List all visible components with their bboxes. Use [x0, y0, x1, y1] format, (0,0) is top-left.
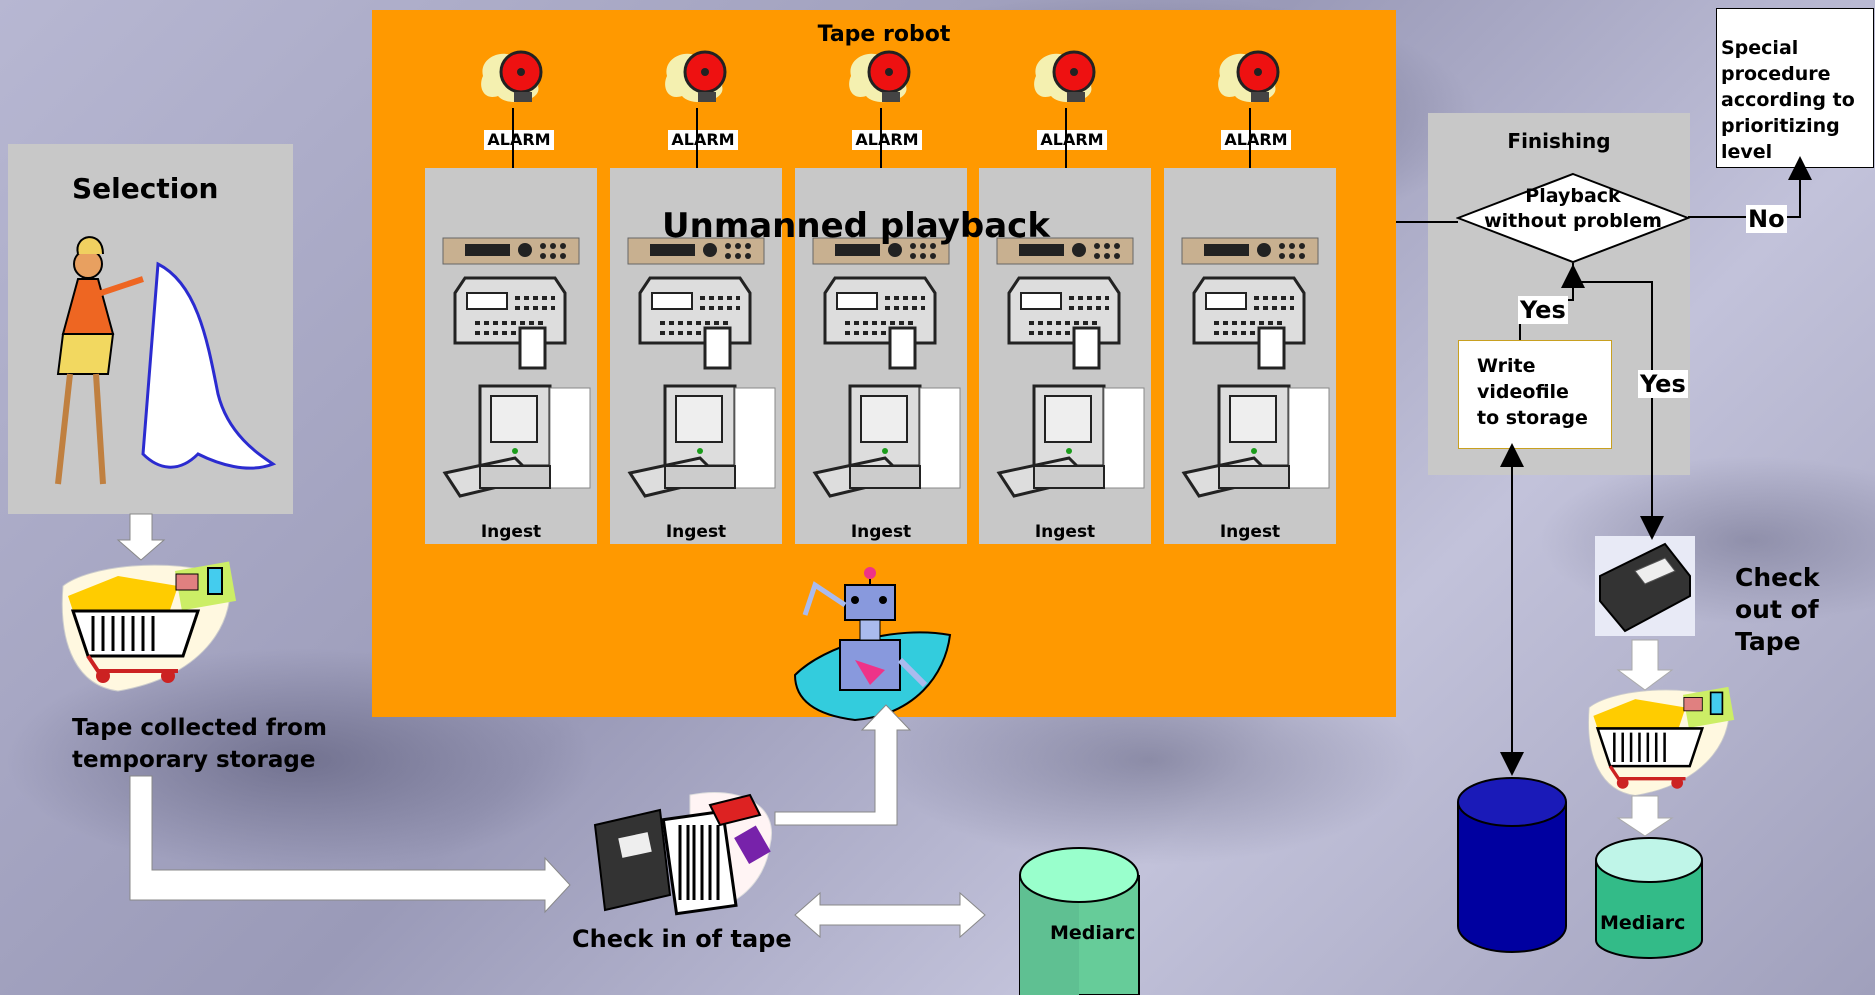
ingest-label: Ingest [1034, 522, 1096, 542]
special-line3: according to [1721, 89, 1855, 111]
selection-title: Selection [72, 172, 219, 205]
check-in-label: Check in of tape [572, 925, 792, 953]
alarm-label: ALARM [1037, 130, 1107, 150]
mediarc-right-database-icon [1595, 837, 1703, 959]
decision-diamond [1456, 172, 1690, 264]
ingest-label: Ingest [1219, 522, 1281, 542]
special-line4: prioritizing [1721, 115, 1840, 137]
mediarc-left-database-icon [1019, 847, 1140, 995]
alarm-bell-icon [1218, 50, 1280, 103]
storage-database-icon [1457, 777, 1567, 953]
checkout-line3: Tape [1735, 627, 1801, 656]
tape-collected-line2: temporary storage [72, 747, 316, 773]
alarm-bell-icon [481, 50, 543, 103]
special-line1: Special [1721, 37, 1799, 59]
checkout-line1: Check [1735, 563, 1820, 592]
ingest-label: Ingest [850, 522, 912, 542]
checkout-line2: out of [1735, 595, 1819, 624]
decision-line1: Playback [1525, 185, 1621, 207]
alarm-label: ALARM [484, 130, 554, 150]
robot-icon [793, 567, 952, 722]
yes-label-left: Yes [1518, 296, 1568, 324]
special-text: Special procedure according to prioritiz… [1721, 35, 1855, 165]
alarm-bell-icon [665, 50, 727, 103]
write-videofile-box: Write videofile to storage [1458, 340, 1612, 449]
tape-collected-line1: Tape collected from [72, 715, 327, 741]
alarm-bell-icon [849, 50, 911, 103]
checkout-label: Check out of Tape [1735, 562, 1820, 658]
tape-cassette-icon [1595, 536, 1695, 636]
tape-robot-title: Tape robot [817, 22, 951, 47]
write-line3: to storage [1477, 407, 1588, 429]
alarm-label: ALARM [668, 130, 738, 150]
alarm-label: ALARM [852, 130, 922, 150]
ingest-label: Ingest [480, 522, 542, 542]
alarm-label: ALARM [1221, 130, 1291, 150]
write-line1: Write [1477, 355, 1536, 377]
tape-collected-label: Tape collected from temporary storage [72, 712, 327, 776]
shopping-cart-icon [61, 561, 237, 692]
write-text: Write videofile to storage [1477, 353, 1588, 431]
person-reading-icon [55, 236, 277, 485]
mediarc-left-label: Mediarc [1050, 922, 1136, 944]
decision-text: Playback without problem [1470, 184, 1676, 234]
no-label: No [1746, 205, 1787, 233]
decision-line2: without problem [1484, 210, 1662, 232]
finishing-title: Finishing [1507, 129, 1611, 153]
special-procedure-box: Special procedure according to prioritiz… [1716, 8, 1874, 168]
mediarc-right-label: Mediarc [1600, 912, 1686, 934]
yes-label-right: Yes [1638, 370, 1688, 398]
tape-barcode-scanner-icon [593, 791, 772, 916]
write-line2: videofile [1477, 381, 1569, 403]
shopping-cart-icon [1588, 686, 1735, 796]
unmanned-playback-label: Unmanned playback [662, 206, 1050, 246]
special-line2: procedure [1721, 63, 1831, 85]
alarm-bell-icon [1034, 50, 1096, 103]
ingest-label: Ingest [665, 522, 727, 542]
selection-panel: Selection [8, 144, 293, 514]
special-line5: level [1721, 141, 1773, 163]
